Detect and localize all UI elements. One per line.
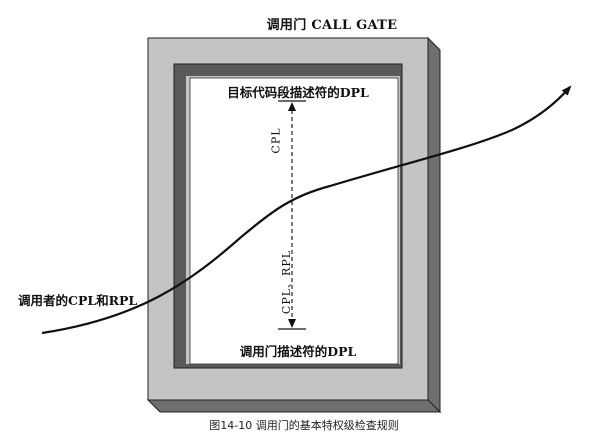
caller-label: 调用者的CPL和RPL xyxy=(18,293,138,308)
figure-caption: 图14-10 调用门的基本特权级检查规则 xyxy=(209,419,399,432)
target-dpl-label: 目标代码段描述符的DPL xyxy=(227,85,369,100)
range-label-cpl-rpl: CPL、RPL xyxy=(280,249,293,315)
frame-opening xyxy=(189,77,399,365)
range-arrow-up xyxy=(288,102,296,111)
caller-path-curve xyxy=(41,85,572,335)
frame-bottom-side xyxy=(146,399,442,413)
diagram-title: 调用门 CALL GATE xyxy=(266,18,398,33)
gate-dpl-label: 调用门描述符的DPL xyxy=(239,344,357,359)
frame-right-side xyxy=(427,36,441,414)
range-arrow-down xyxy=(288,319,296,328)
range-label-cpl: CPL xyxy=(269,127,283,154)
